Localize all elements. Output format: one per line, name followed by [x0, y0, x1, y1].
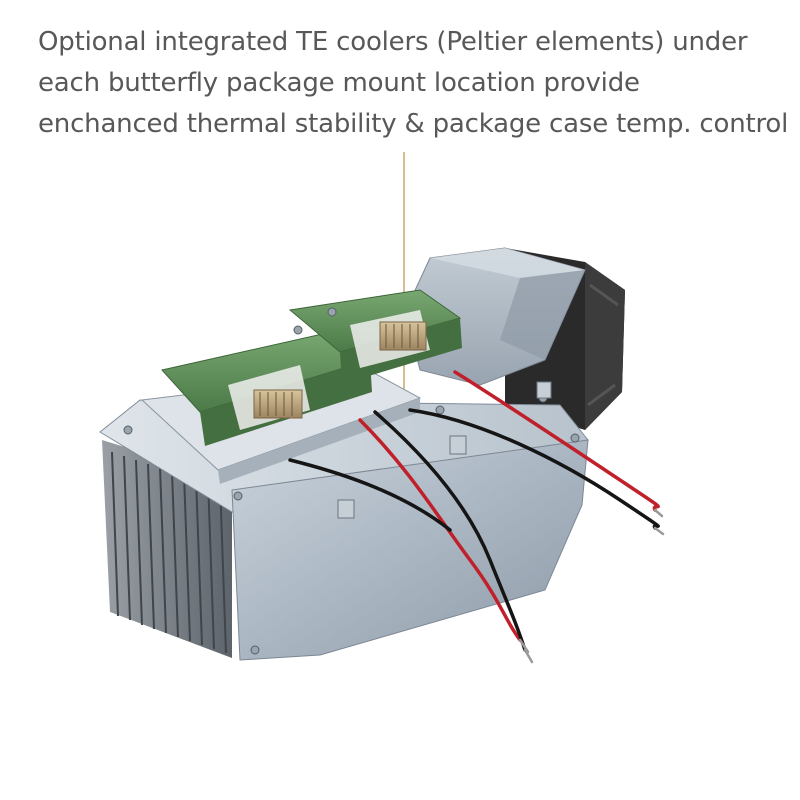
heatsink	[102, 440, 232, 658]
chassis-front-panel	[231, 439, 589, 661]
tec-wires	[288, 370, 660, 652]
caption-text: Optional integrated TE coolers (Peltier …	[38, 22, 789, 145]
pcb-module-right	[288, 289, 462, 384]
standoffs	[337, 381, 552, 519]
caption-line-1: Optional integrated TE coolers (Peltier …	[38, 27, 748, 57]
pcb-module-left	[161, 329, 372, 446]
caption-line-2: each butterfly package mount location pr…	[38, 68, 640, 98]
wire-ends	[518, 508, 665, 664]
caption-line-3: enchanced thermal stability & package ca…	[38, 109, 789, 139]
